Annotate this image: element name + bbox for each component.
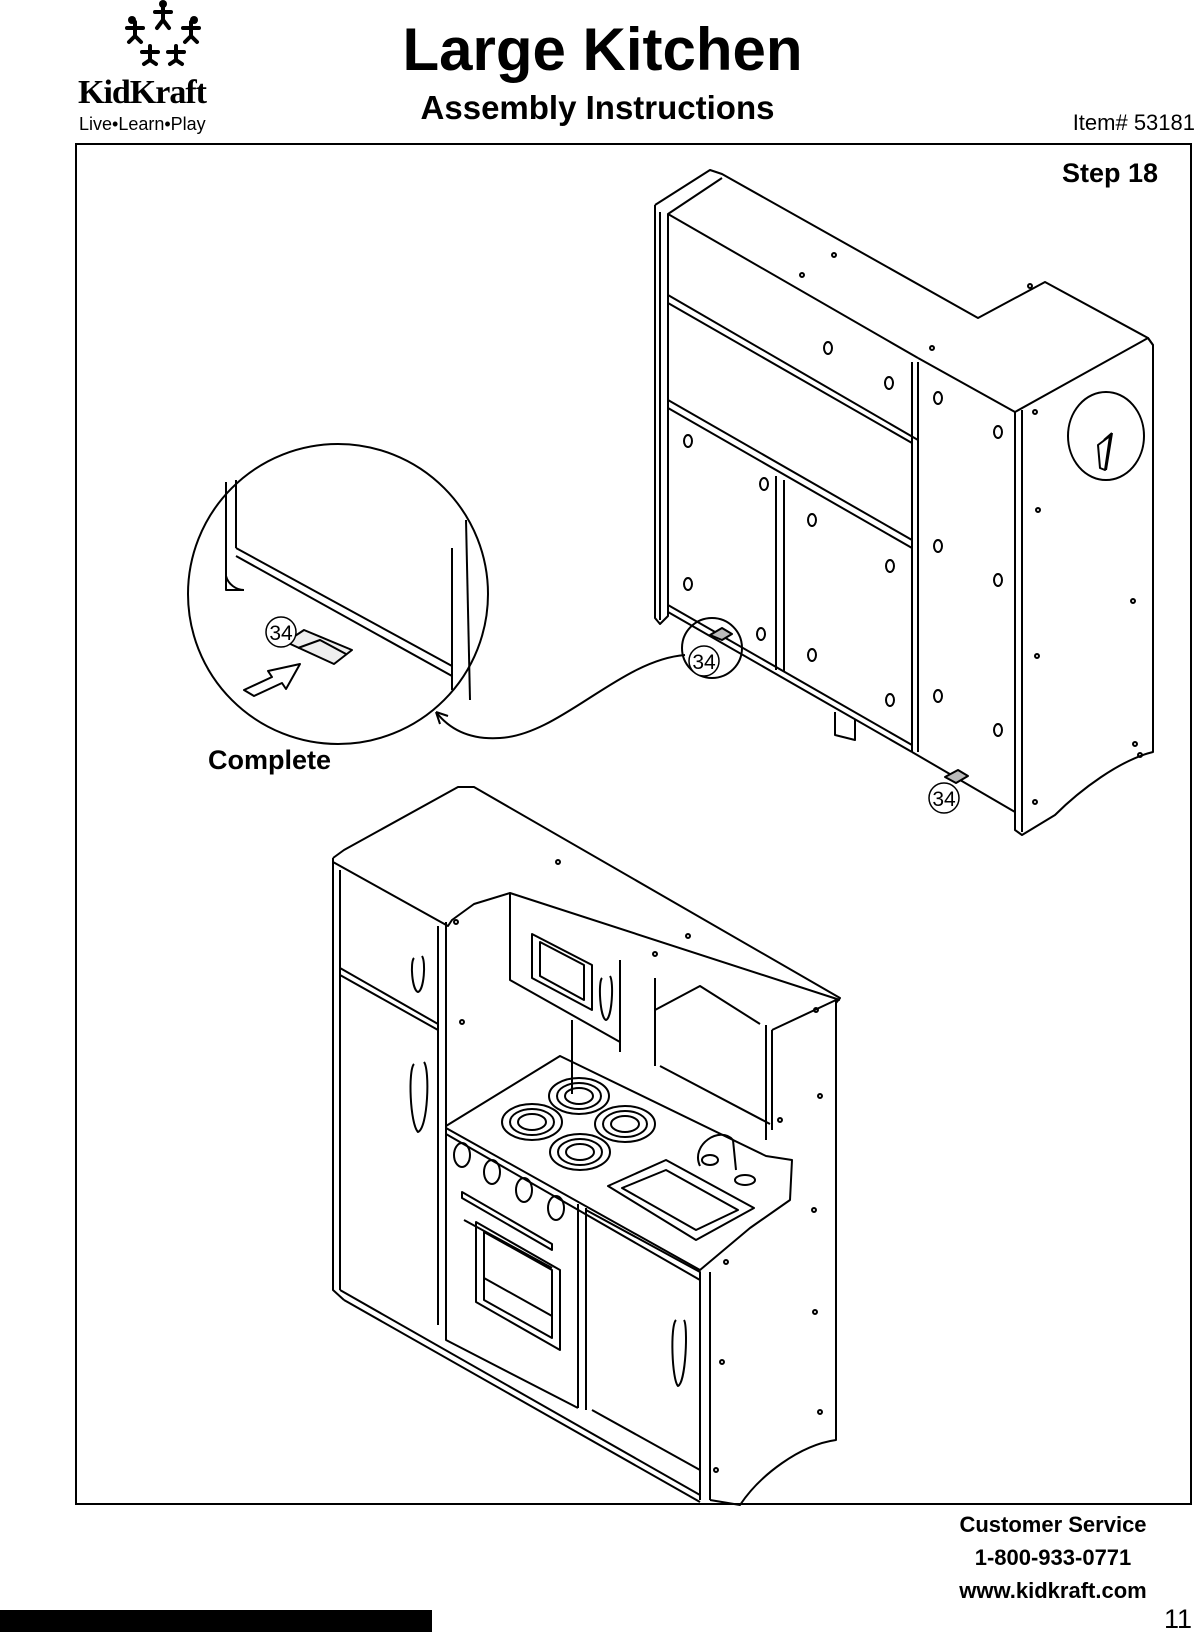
page-title: Large Kitchen — [402, 16, 803, 83]
customer-service-block: Customer Service 1-800-933-0771 www.kidk… — [933, 1508, 1173, 1607]
part-callout-34-back: 34 — [688, 645, 720, 677]
part-callout-34-magnifier: 34 — [265, 616, 297, 648]
svg-text:34: 34 — [692, 651, 716, 674]
kitchen-complete-view — [332, 786, 841, 1506]
diagram-frame — [75, 143, 1192, 1505]
item-number: Item# 53181 — [1072, 110, 1195, 135]
complete-label: Complete — [208, 745, 332, 775]
svg-text:34: 34 — [932, 788, 956, 811]
service-website[interactable]: www.kidkraft.com — [959, 1578, 1147, 1603]
kitchen-back-view — [654, 169, 1154, 836]
stars-people-icon — [125, 0, 201, 66]
kidkraft-logo: KidKraft Live•Learn•Play — [70, 0, 255, 140]
part-callout-34-bottom: 34 — [928, 782, 960, 814]
detail-magnifier — [187, 443, 489, 745]
step-label: Step 18 — [1062, 158, 1159, 188]
page-subtitle: Assembly Instructions — [420, 89, 775, 126]
page-number: 11 — [1163, 1604, 1192, 1634]
service-title: Customer Service — [959, 1512, 1147, 1537]
svg-text:34: 34 — [269, 622, 293, 645]
callout-arrow — [435, 654, 686, 740]
logo-brand: KidKraft — [78, 74, 207, 111]
service-phone: 1-800-933-0771 — [974, 1545, 1132, 1570]
footer-bar — [0, 1610, 432, 1632]
logo-tagline: Live•Learn•Play — [79, 114, 206, 134]
